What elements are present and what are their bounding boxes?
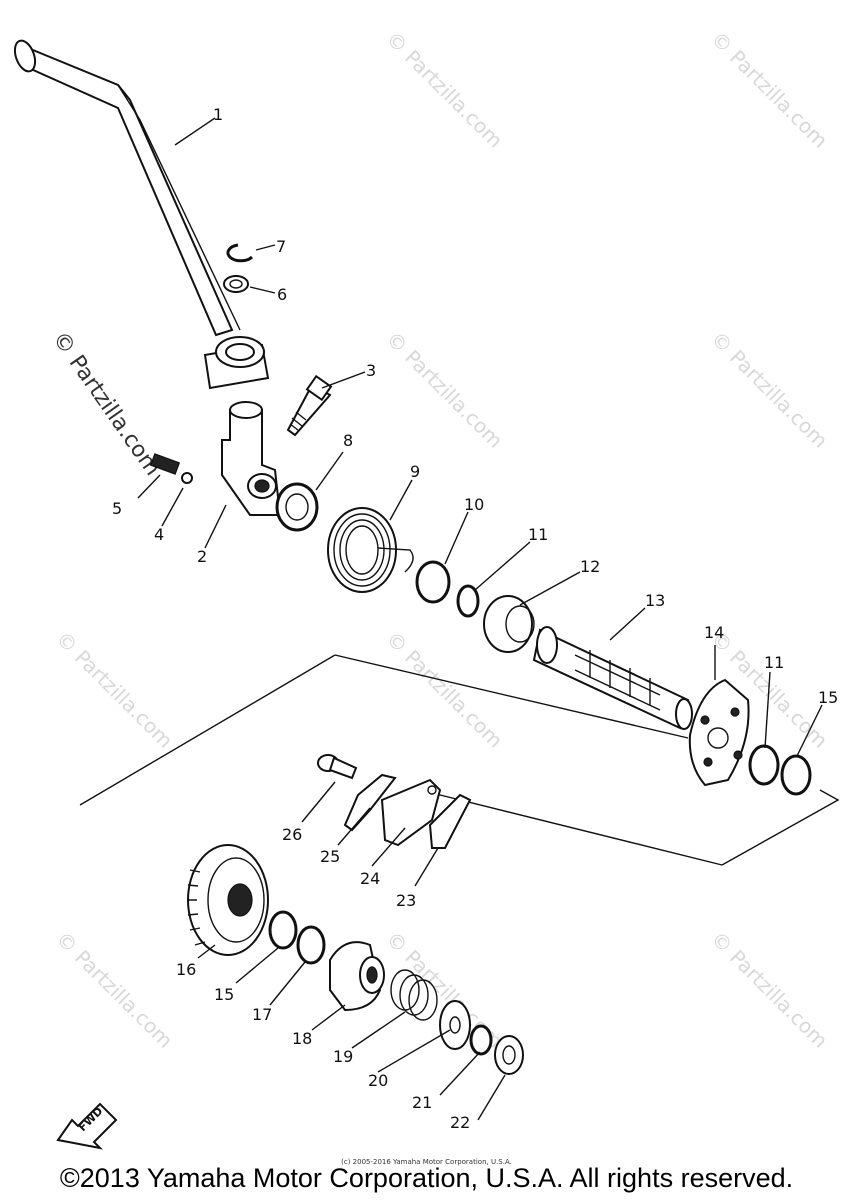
spring-washer	[439, 1000, 471, 1050]
oil-seal	[275, 482, 319, 532]
watermark: © Partzilla.com	[706, 27, 832, 153]
watermark: © Partzilla.com	[47, 327, 165, 480]
kick-gear	[187, 844, 269, 956]
kick-shaft	[532, 626, 693, 730]
gear-washers	[268, 910, 326, 965]
circlip-and-washer	[223, 243, 254, 293]
part-label-22: 22	[450, 1113, 470, 1132]
part-label-24: 24	[360, 869, 380, 888]
part-label-16: 16	[176, 960, 196, 979]
part-label-11: 11	[764, 653, 784, 672]
lock-washer	[343, 773, 397, 832]
watermark: © Partzilla.com	[381, 327, 507, 453]
part-label-1: 1	[213, 105, 223, 124]
spring-guide	[483, 595, 535, 653]
copyright-notice: ©2013 Yamaha Motor Corporation, U.S.A. A…	[59, 1163, 794, 1193]
bolt	[286, 374, 333, 437]
part-labels: 1 7 6 3 8 9 10 11 12 13 14 11 15 5 4 2 2…	[112, 105, 838, 1132]
stopper-plate	[380, 778, 442, 847]
part-label-6: 6	[277, 285, 287, 304]
part-label-12: 12	[580, 557, 600, 576]
part-label-13: 13	[645, 591, 665, 610]
part-label-10: 10	[464, 495, 484, 514]
part-label-18: 18	[292, 1029, 312, 1048]
part-label-20: 20	[368, 1071, 388, 1090]
part-label-15: 15	[214, 985, 234, 1004]
plate	[688, 678, 750, 787]
part-label-19: 19	[333, 1047, 353, 1066]
part-label-14: 14	[704, 623, 724, 642]
part-label-3: 3	[366, 361, 376, 380]
watermark: © Partzilla.com	[381, 27, 507, 153]
part-label-7: 7	[276, 237, 286, 256]
part-label-26: 26	[282, 825, 302, 844]
assembly-box	[79, 654, 840, 866]
part-label-25: 25	[320, 847, 340, 866]
part-label-17: 17	[252, 1005, 272, 1024]
watermark: © Partzilla.com	[706, 327, 832, 453]
washer	[415, 560, 451, 604]
kick-axle-boss	[221, 401, 282, 516]
kick-crank-lever	[13, 39, 270, 390]
part-label-9: 9	[410, 462, 420, 481]
part-label-8: 8	[343, 431, 353, 450]
watermark: © Partzilla.com	[51, 927, 177, 1053]
ratchet-wheel	[329, 941, 385, 1012]
part-label-11: 11	[528, 525, 548, 544]
small-copyright: (c) 2005-2016 Yamaha Motor Corporation, …	[341, 1158, 512, 1166]
circlip	[456, 584, 480, 618]
return-spring	[327, 507, 414, 593]
watermark: © Partzilla.com	[51, 627, 177, 753]
watermark: © Partzilla.com	[381, 627, 507, 753]
part-label-21: 21	[412, 1093, 432, 1112]
part-label-4: 4	[154, 525, 164, 544]
part-label-23: 23	[396, 891, 416, 910]
watermark: © Partzilla.com	[706, 927, 832, 1053]
part-label-2: 2	[197, 547, 207, 566]
circlip-pair	[748, 744, 812, 796]
fwd-arrow-icon: FWD	[56, 1102, 118, 1150]
part-label-15: 15	[818, 688, 838, 707]
stopper-bolt	[317, 754, 358, 780]
leader-lines	[137, 117, 823, 1121]
part-label-5: 5	[112, 499, 122, 518]
end-clip-washer	[469, 1024, 524, 1075]
spring-and-ball	[149, 453, 193, 484]
ratchet-spring	[390, 969, 438, 1021]
clip	[428, 793, 472, 849]
